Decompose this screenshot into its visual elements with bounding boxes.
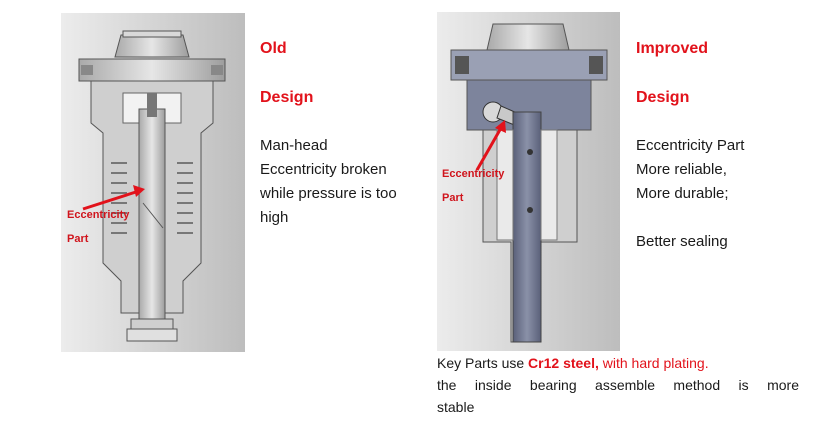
old-description-line: Eccentricity broken: [260, 161, 387, 178]
improved-heading-line1: Improved: [636, 40, 709, 57]
old-description-line: while pressure is too: [260, 185, 397, 202]
footer-suffix: with hard plating.: [598, 355, 709, 371]
improved-description-line: More reliable,: [636, 161, 727, 178]
old-description-line: high: [260, 209, 289, 226]
improved-description-line: More durable;: [636, 185, 729, 202]
improved-description-spacer: [636, 206, 744, 230]
improved-design-illustration: Eccentricity Part: [437, 12, 620, 351]
footer-line3: stable: [437, 399, 475, 415]
old-callout-line2: Part: [67, 233, 89, 245]
footer-line1: Key Parts use Cr12 steel, with hard plat…: [437, 352, 799, 374]
old-valve-cross-section: [61, 13, 245, 352]
old-design-illustration: Eccentricity Part: [61, 13, 245, 352]
footer-text: Key Parts use Cr12 steel, with hard plat…: [437, 352, 799, 418]
improved-description: Eccentricity Part More reliable, More du…: [636, 134, 744, 254]
improved-description-line: Better sealing: [636, 233, 728, 250]
improved-valve-cross-section: [437, 12, 620, 351]
old-heading-line2: Design: [260, 89, 314, 106]
improved-heading-line2: Design: [636, 89, 690, 106]
old-heading-line1: Old: [260, 40, 287, 57]
footer-line2: the inside bearing assemble method is mo…: [437, 377, 799, 393]
footer-prefix: Key Parts use: [437, 355, 529, 371]
improved-callout-line1: Eccentricity: [442, 168, 505, 180]
improved-callout-line2: Part: [442, 192, 464, 204]
old-description: Man-head Eccentricity broken while press…: [260, 134, 397, 230]
footer-material: Cr12 steel,: [528, 355, 599, 371]
old-description-line: Man-head: [260, 137, 328, 154]
old-callout-line1: Eccentricity: [67, 209, 130, 221]
improved-description-line: Eccentricity Part: [636, 137, 745, 154]
